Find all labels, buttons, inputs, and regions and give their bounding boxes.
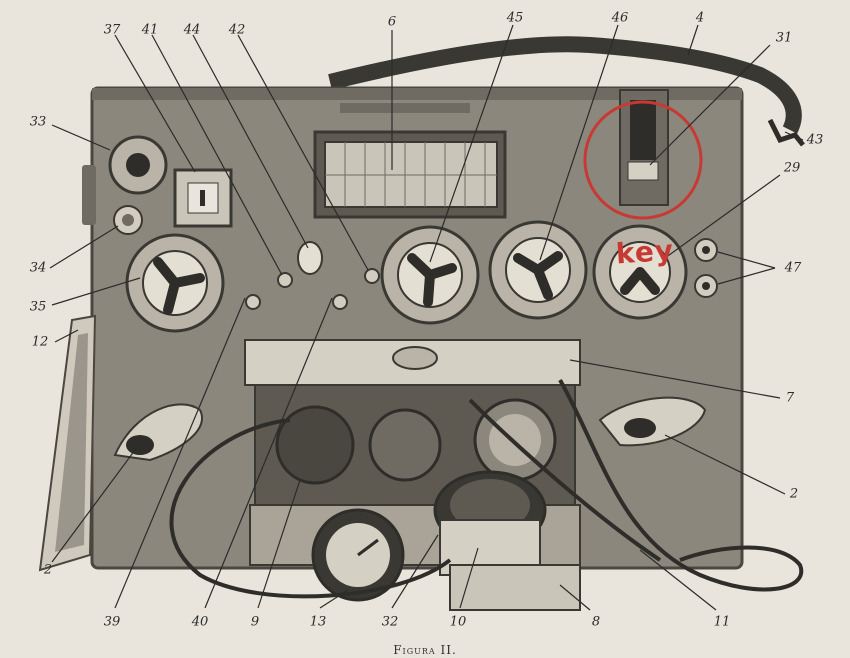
- clip-left: [113, 403, 203, 462]
- callout-47: 47: [784, 260, 802, 276]
- jacks-47: [694, 238, 718, 298]
- side-handle: [38, 314, 97, 572]
- callout-39: 39: [103, 614, 121, 630]
- knob-34: [113, 205, 143, 235]
- callout-46: 46: [611, 10, 629, 26]
- dial-46: [488, 220, 588, 320]
- callout-41: 41: [141, 22, 159, 38]
- callout-6: 6: [387, 14, 397, 30]
- callout-9: 9: [250, 614, 260, 630]
- callout-11: 11: [713, 614, 731, 630]
- knob-33: [108, 135, 168, 195]
- meter-37: [173, 168, 233, 228]
- key-annotation-text: key: [614, 233, 676, 271]
- callout-10: 10: [449, 614, 467, 630]
- strap-clip: [767, 118, 805, 147]
- leader-lines: [49, 24, 804, 611]
- callout-32: 32: [381, 614, 399, 630]
- callout-45: 45: [506, 10, 524, 26]
- callout-31: 31: [775, 30, 793, 46]
- headphones-9: [275, 398, 557, 485]
- callout-37: 37: [103, 22, 121, 38]
- callout-4: 4: [695, 10, 705, 26]
- indicator-lamps: [245, 241, 380, 310]
- clip-right: [598, 396, 707, 447]
- dial-35: [125, 233, 225, 333]
- carrying-strap: [328, 36, 802, 134]
- dial-45: [380, 225, 480, 325]
- microphone-10: [433, 470, 547, 576]
- meter-13: [311, 508, 405, 602]
- callout-12: 12: [31, 334, 49, 350]
- callout-43: 43: [806, 132, 824, 148]
- key-annotation-circle: [583, 100, 703, 220]
- callout-35: 35: [29, 299, 47, 315]
- callout-29: 29: [783, 160, 801, 176]
- callout-13: 13: [309, 614, 327, 630]
- shelf-7: [244, 339, 581, 386]
- callout-33: 33: [29, 114, 47, 130]
- callout-42: 42: [228, 22, 246, 38]
- figure-caption: Figura II.: [393, 643, 457, 657]
- callout-2-left: 2: [43, 562, 53, 578]
- dial-29: [592, 224, 688, 320]
- base-plate-8: [449, 564, 581, 611]
- callout-44: 44: [183, 22, 201, 38]
- cables: [169, 379, 804, 599]
- key-switch: [619, 89, 669, 206]
- callout-34: 34: [29, 260, 47, 276]
- callout-2-right: 2: [789, 486, 799, 502]
- callout-8: 8: [591, 614, 601, 630]
- callout-40: 40: [191, 614, 209, 630]
- callout-7: 7: [785, 390, 795, 406]
